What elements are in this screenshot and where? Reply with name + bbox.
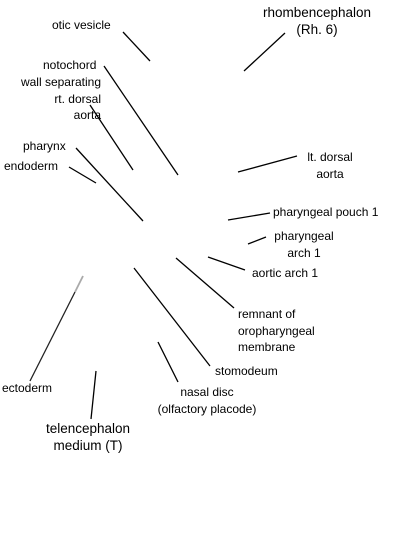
leader-nasal-disc: [157, 341, 179, 383]
leader-aortic-arch-1: [207, 256, 246, 271]
label-remnant-membrane: remnant of oropharyngeal membrane: [238, 307, 315, 354]
leader-otic-vesicle: [122, 31, 151, 62]
leader-ectoderm-tip: [74, 275, 84, 293]
label-ectoderm: ectoderm: [2, 381, 53, 395]
label-rhombencephalon: rhombencephalon (Rh. 6): [262, 5, 372, 37]
leader-pharynx: [75, 147, 144, 222]
label-endoderm: endoderm: [4, 159, 59, 173]
leader-pharyngeal-arch-1: [247, 236, 267, 245]
leader-remnant-membrane: [175, 257, 235, 309]
label-aortic-arch-1: aortic arch 1: [252, 266, 319, 280]
label-wall-separating: wall separating rt. dorsal aorta: [20, 75, 101, 122]
label-stomodeum: stomodeum: [215, 364, 278, 378]
leader-notochord: [103, 65, 179, 176]
leader-endoderm: [68, 166, 97, 184]
label-nasal-disc: nasal disc (olfactory placode): [157, 385, 257, 416]
label-pharyngeal-pouch-1: pharyngeal pouch 1: [273, 205, 379, 219]
label-pharynx: pharynx: [23, 139, 66, 153]
leader-wall-separating: [89, 104, 134, 171]
leader-lt-dorsal-aorta: [237, 155, 298, 173]
label-pharyngeal-arch-1: pharyngeal arch 1: [274, 229, 334, 260]
leader-pharyngeal-pouch-1: [227, 212, 271, 221]
leader-telencephalon: [90, 370, 97, 420]
leader-rhombencephalon: [243, 32, 286, 72]
leader-stomodeum: [133, 267, 211, 367]
label-telencephalon: telencephalon medium (T): [45, 421, 131, 453]
label-notochord: notochord: [43, 58, 97, 72]
label-otic-vesicle: otic vesicle: [52, 18, 111, 32]
leader-ectoderm: [29, 291, 76, 382]
label-lt-dorsal-aorta: lt. dorsal aorta: [307, 150, 353, 181]
